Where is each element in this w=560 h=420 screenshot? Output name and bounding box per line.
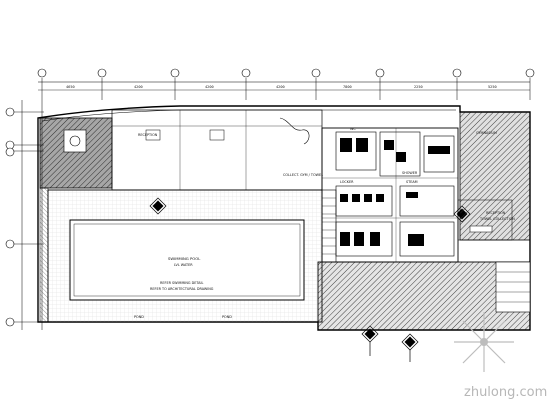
column-mark [69, 135, 81, 147]
label-reception-right: RECEPTION [486, 211, 506, 215]
pool-subtitle: LVL WATER [174, 263, 193, 267]
hatched-strip-left [39, 187, 49, 323]
watermark-logo [454, 312, 514, 372]
swimming-pool [69, 219, 305, 301]
wet-area-block: WC SHOWER LOCKER STEAM [321, 127, 459, 263]
label-shower: SHOWER [402, 171, 418, 175]
hatched-room-top-left [39, 117, 113, 189]
dim-4: 4200 [276, 85, 285, 89]
label-gym: GYMNASIUM [476, 131, 497, 135]
label-pond-right: POND [222, 315, 232, 319]
stair-strip [321, 189, 337, 263]
label-pond-left: POND [134, 315, 144, 319]
label-towel: TOWEL COLLECTION [479, 217, 515, 221]
label-corridor: COLLECT. GYM / TOWEL [283, 173, 323, 177]
label-locker: LOCKER [340, 180, 354, 184]
label-reception-top: RECEPTION [138, 133, 158, 137]
watermark-text: zhulong.com [464, 385, 547, 400]
dim-1: 4650 [66, 85, 75, 89]
dim-3: 4200 [205, 85, 214, 89]
dim-7: 5250 [488, 85, 497, 89]
upper-hall [111, 109, 323, 191]
pool-title: SWIMMING POOL [168, 256, 201, 261]
pool-note-2: REFER TO ARCHITECTURAL DRAWING [150, 287, 214, 291]
dim-5: 7800 [343, 85, 352, 89]
label-steam: STEAM [406, 180, 418, 184]
grid-axis-left [5, 100, 44, 330]
curved-wall [279, 117, 310, 145]
pool-note-1: REFER SWIMMING DETAIL [160, 281, 204, 285]
dim-2: 4200 [134, 85, 143, 89]
dim-6: 2250 [414, 85, 423, 89]
grid-axis-top: 4650 4200 4200 4200 7800 2250 5250 [37, 68, 535, 330]
reception-right [457, 199, 513, 241]
hatched-zone-bottom [317, 261, 531, 331]
label-wc: WC [350, 127, 356, 131]
hatched-zone-right [459, 111, 531, 241]
